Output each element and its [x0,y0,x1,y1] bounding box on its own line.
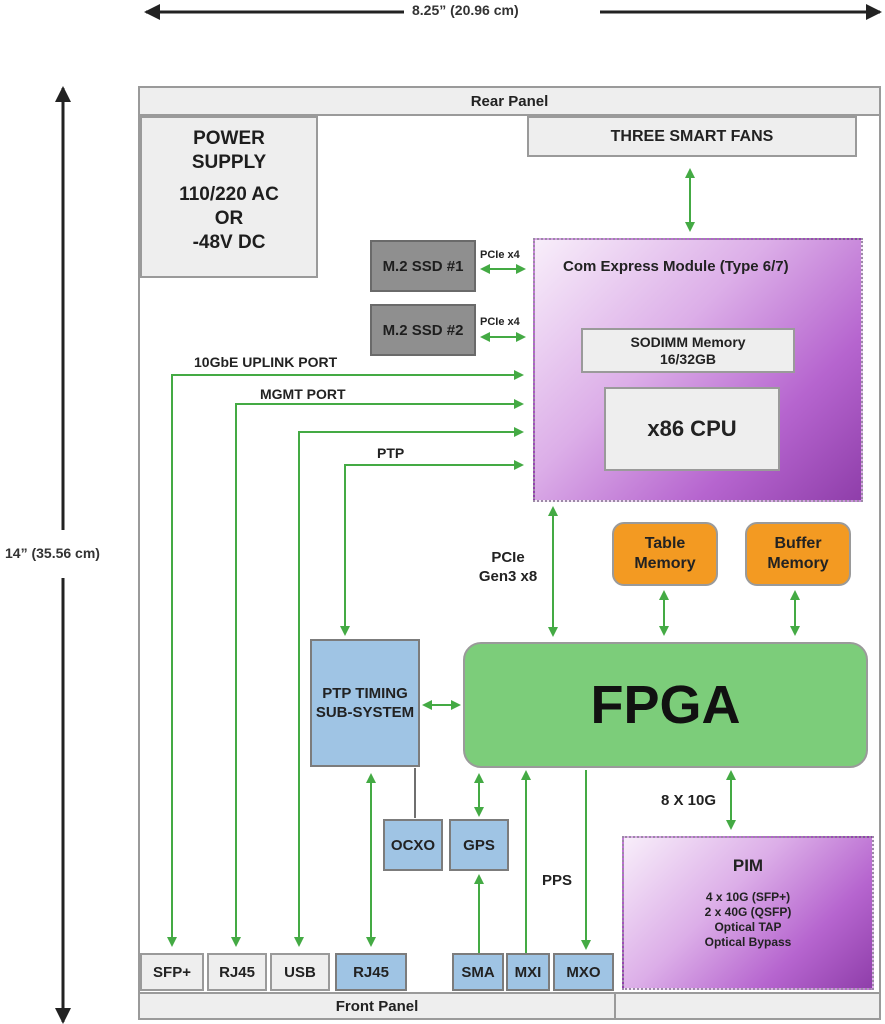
buffer-memory-box: Buffer Memory [745,522,851,586]
power-supply-line2: SUPPLY [191,152,267,173]
pim-line3: Optical TAP [714,920,782,934]
front-port-sma-label: SMA [461,963,495,981]
ocxo-box: OCXO [383,819,443,871]
pim-title: PIM [732,856,764,875]
pcie-gen3-line2: Gen3 x8 [478,568,538,585]
gps-box: GPS [449,819,509,871]
table-memory-box: Table Memory [612,522,718,586]
power-supply-box: POWER SUPPLY 110/220 AC OR -48V DC [140,116,318,278]
smart-fans-box: THREE SMART FANS [527,116,857,157]
ptp-timing-line1: PTP TIMING [322,685,408,702]
ocxo-label: OCXO [390,836,436,854]
ssd-2-box: M.2 SSD #2 [370,304,476,356]
usb-connector [294,427,524,947]
ssd-1-label: M.2 SSD #1 [382,257,464,275]
pcie-gen3-label: PCIe Gen3 x8 [468,548,548,586]
com-express-module: Com Express Module (Type 6/7) SODIMM Mem… [533,238,863,502]
fpga-box: FPGA [463,642,868,768]
front-port-sfp-label: SFP+ [153,963,191,981]
front-port-mxi: MXI [506,953,550,991]
front-port-sma: SMA [452,953,504,991]
table-memory-line2: Memory [634,555,696,572]
pps-label: PPS [542,872,573,889]
front-port-mxo-label: MXO [566,963,601,981]
smart-fans-label: THREE SMART FANS [610,127,774,145]
ptp-label: PTP [377,445,405,461]
ssd-1-box: M.2 SSD #1 [370,240,476,292]
height-dimension-label: 14” (35.56 cm) [5,545,100,561]
ptp-timing-box: PTP TIMING SUB-SYSTEM [310,639,420,767]
gps-label: GPS [463,836,495,854]
mgmt-connector [231,399,524,947]
front-panel-label: Front Panel [335,997,419,1015]
front-port-rj45-ptp-label: RJ45 [353,963,389,981]
pim-line4: Optical Bypass [704,935,792,949]
front-port-mxi-label: MXI [514,963,542,981]
width-dimension-label: 8.25” (20.96 cm) [412,2,519,18]
table-memory-line1: Table [644,535,686,552]
x86-cpu-label: x86 CPU [647,416,737,441]
front-panel-right-segment [614,992,881,1020]
fpga-label: FPGA [590,675,741,735]
power-supply-line3: 110/220 AC [179,184,279,205]
front-port-rj45-mgmt-label: RJ45 [219,963,255,981]
front-port-rj45-ptp: RJ45 [335,953,407,991]
sodimm-memory-line1: SODIMM Memory [630,333,746,350]
front-port-usb: USB [270,953,330,991]
uplink-connector [167,370,524,947]
front-port-sfp: SFP+ [140,953,204,991]
power-supply-line4: OR [214,208,244,229]
ssd-1-link-label: PCIe x4 [480,249,520,261]
front-port-mxo: MXO [553,953,614,991]
x86-cpu-box: x86 CPU [604,387,780,471]
ptp-timing-line2: SUB-SYSTEM [315,704,415,721]
ptp-connector [340,460,524,636]
buffer-memory-line1: Buffer [774,535,822,552]
pim-module: PIM 4 x 10G (SFP+) 2 x 40G (QSFP) Optica… [622,836,874,990]
power-supply-line1: POWER [193,128,265,149]
buffer-memory-line2: Memory [767,555,829,572]
front-port-rj45-mgmt: RJ45 [207,953,267,991]
power-supply-line5: -48V DC [192,232,266,253]
pim-line2: 2 x 40G (QSFP) [704,905,792,919]
fpga-pim-link-label: 8 X 10G [661,792,717,809]
ssd-2-link-label: PCIe x4 [480,316,520,328]
sodimm-memory-box: SODIMM Memory 16/32GB [581,328,795,373]
mgmt-port-label: MGMT PORT [260,386,346,402]
front-port-usb-label: USB [284,963,316,981]
pim-line1: 4 x 10G (SFP+) [705,890,791,904]
pcie-gen3-line1: PCIe [491,549,525,566]
rear-panel: Rear Panel [138,86,881,116]
com-express-title: Com Express Module (Type 6/7) [563,258,789,275]
rear-panel-label: Rear Panel [470,92,549,110]
sodimm-memory-line2: 16/32GB [659,350,717,367]
uplink-port-label: 10GbE UPLINK PORT [194,354,338,370]
ssd-2-label: M.2 SSD #2 [382,321,464,339]
front-panel: Front Panel [138,992,616,1020]
